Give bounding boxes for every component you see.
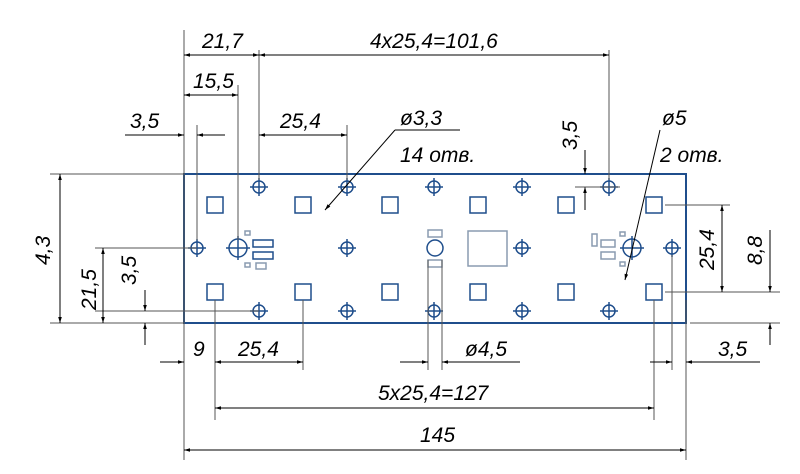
mounting-holes — [188, 178, 681, 320]
led-pad — [645, 196, 663, 214]
led-pad — [469, 283, 487, 301]
led-pad — [557, 196, 575, 214]
center-connector-pad — [467, 230, 508, 267]
mounting-hole-icon — [425, 178, 443, 196]
dim-hole-large-dia: ø5 — [662, 107, 687, 130]
dimension-lines — [50, 30, 780, 460]
dim-bottom-pitch: 25,4 — [237, 338, 279, 361]
dim-hole-small-count: 14 отв. — [400, 144, 475, 167]
dim-left-small: 3,5 — [118, 255, 141, 285]
dim-inner-offset: 15,5 — [193, 70, 234, 93]
dim-hole-small-dia: ø3,3 — [400, 107, 442, 130]
dim-center-hole-dia: ø4,5 — [465, 338, 507, 361]
pcb-board-outline — [183, 173, 687, 324]
dim-right-margin-bottom: 3,5 — [718, 338, 748, 361]
dim-bottom-pitch-total: 5x25,4=127 — [378, 382, 490, 405]
dim-pitch-top: 25,4 — [279, 110, 321, 133]
mounting-hole-icon — [600, 302, 618, 320]
mounting-hole-icon — [338, 302, 356, 320]
dim-overall-length: 145 — [420, 424, 455, 447]
mounting-hole-icon — [513, 302, 531, 320]
dim-left-margin-top: 3,5 — [130, 110, 160, 133]
center-hole — [426, 239, 444, 257]
dim-right-height: 8,8 — [744, 235, 767, 265]
led-pad — [206, 283, 224, 301]
mounting-hole-icon — [338, 178, 356, 196]
dim-left-height: 21,5 — [78, 269, 101, 311]
dim-bottom-offset: 9 — [193, 338, 205, 361]
led-pad — [381, 196, 399, 214]
mounting-hole-icon — [513, 239, 531, 257]
dim-overall-height: 4,3 — [32, 235, 55, 265]
dim-hole-large-count: 2 отв. — [659, 144, 723, 167]
mounting-hole-icon — [338, 239, 356, 257]
smd-components-right — [591, 231, 626, 267]
mounting-hole-icon — [513, 178, 531, 196]
led-pad — [294, 283, 312, 301]
mounting-hole-icon — [250, 178, 268, 196]
dim-right-vertical-margin: 3,5 — [559, 120, 582, 150]
mounting-hole-icon — [663, 239, 681, 257]
dim-top-offset: 21,7 — [201, 30, 244, 53]
led-pad — [294, 196, 312, 214]
led-pads — [206, 196, 663, 301]
led-pad — [645, 283, 663, 301]
led-pad — [206, 196, 224, 214]
led-pad — [469, 196, 487, 214]
led-pad — [381, 283, 399, 301]
led-pad — [557, 283, 575, 301]
dim-top-pitch-total: 4x25,4=101,6 — [370, 30, 498, 53]
dim-right-pitch: 25,4 — [696, 229, 719, 271]
smd-components-left — [244, 230, 274, 270]
